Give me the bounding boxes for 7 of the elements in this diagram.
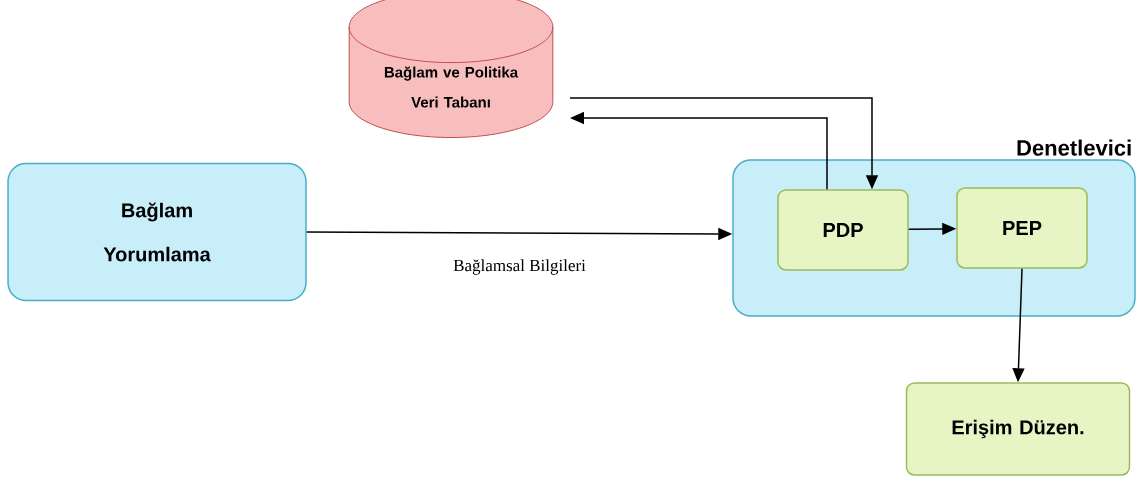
database-cylinder: Bağlam ve Politika Veri Tabanı (348, 0, 554, 138)
process-box: PDP (777, 189, 909, 271)
node-label: Denetlevici (1017, 139, 1131, 156)
edge-label: Bağlamsal Bilgileri (451, 257, 588, 277)
process-box: Bağlam Yorumlama (7, 162, 307, 302)
process-box: PEP (956, 187, 1088, 269)
process-box: Erişim Düzen. (905, 382, 1131, 476)
